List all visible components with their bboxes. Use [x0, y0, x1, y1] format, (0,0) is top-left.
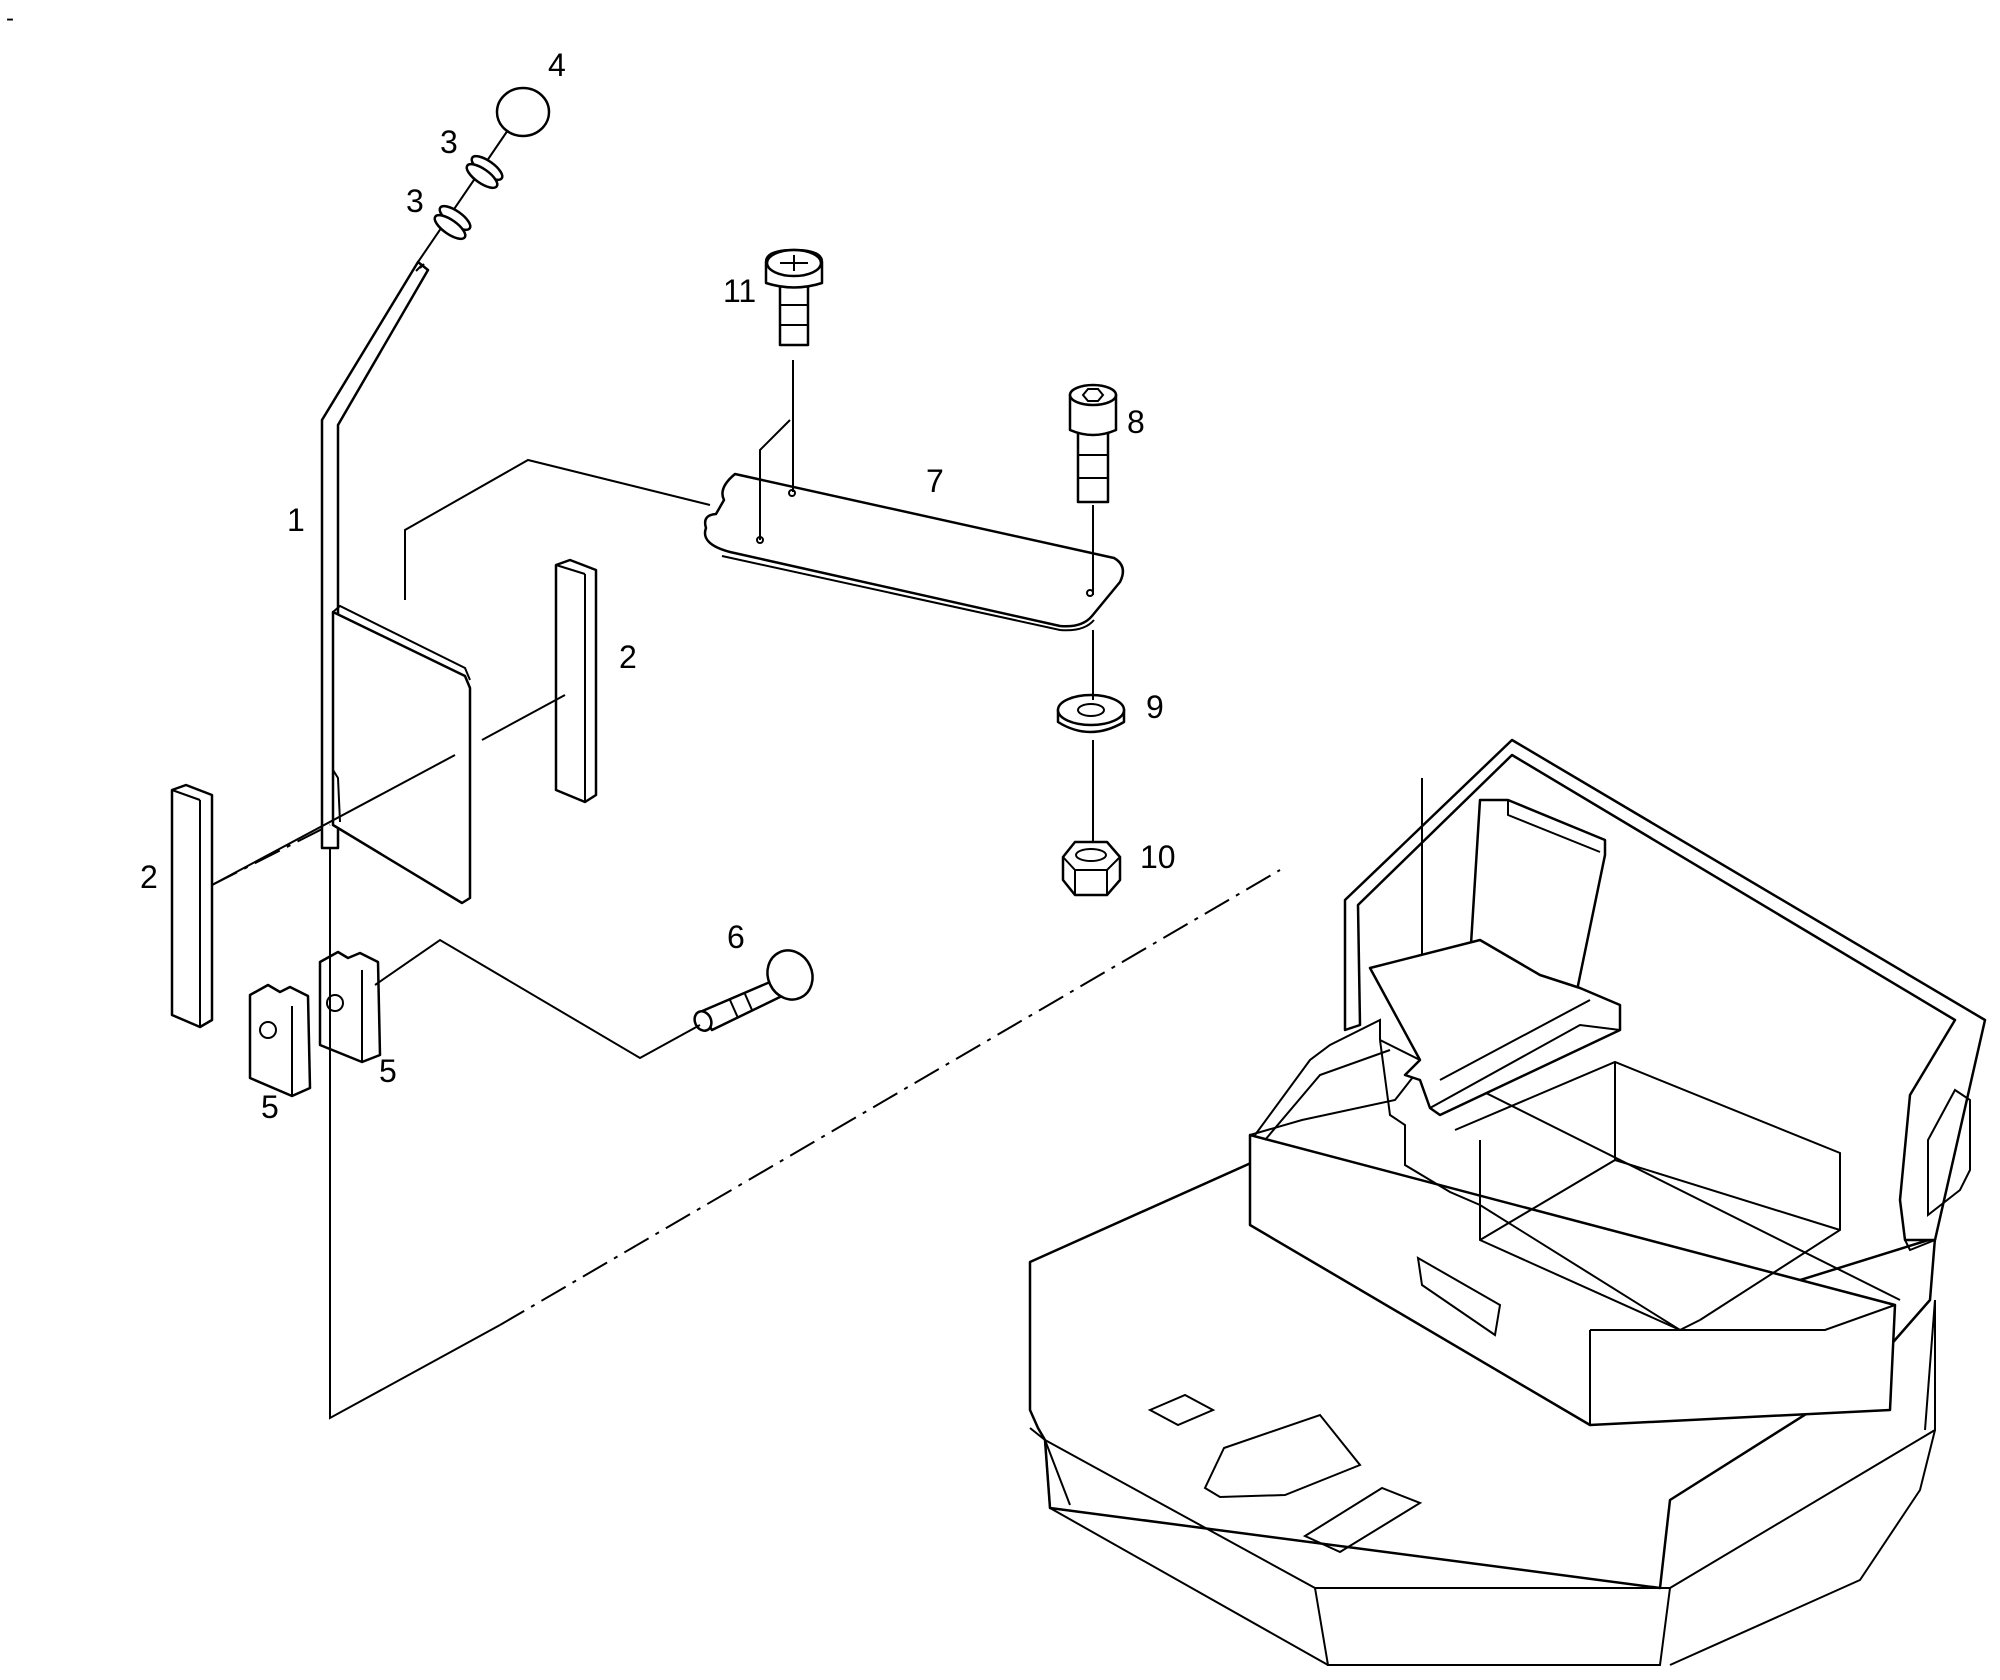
label-part-5-left: 5 — [261, 1089, 279, 1125]
label-part-4: 4 — [548, 47, 566, 83]
label-part-7: 7 — [926, 463, 944, 499]
label-part-5-right: 5 — [379, 1053, 397, 1089]
clip-part-5-front — [248, 983, 312, 1098]
strip-part-2-right — [554, 558, 598, 804]
label-part-10: 10 — [1140, 839, 1176, 875]
washer-part-9 — [1056, 693, 1126, 734]
leader-lines — [211, 360, 1423, 1420]
truck-body — [1028, 738, 1987, 1666]
label-part-9: 9 — [1146, 689, 1164, 725]
cap-screw-part-8 — [1068, 383, 1118, 504]
label-part-11: 11 — [723, 273, 756, 309]
ring-part-3-lower — [433, 204, 472, 241]
lever-plate — [331, 604, 472, 905]
ring-part-3-upper — [465, 154, 504, 190]
label-part-2-right: 2 — [619, 639, 637, 675]
label-part-2-left: 2 — [140, 859, 158, 895]
bracket-plate-part-7 — [703, 472, 1125, 632]
clip-part-5-back — [318, 950, 382, 1064]
screw-part-11 — [764, 248, 824, 347]
bolt-part-6 — [693, 949, 814, 1032]
corner-mark: - — [6, 5, 14, 32]
knob-axis-line — [417, 129, 509, 263]
label-part-3-lower: 3 — [406, 183, 424, 219]
nut-part-10 — [1061, 840, 1122, 897]
label-part-6: 6 — [727, 919, 745, 955]
centerline-dashes — [211, 824, 1281, 1418]
strip-part-2-left — [170, 783, 214, 1029]
knob-part-4 — [495, 86, 551, 138]
label-part-8: 8 — [1127, 404, 1145, 440]
label-part-3-upper: 3 — [440, 124, 458, 160]
label-part-1: 1 — [287, 502, 305, 538]
